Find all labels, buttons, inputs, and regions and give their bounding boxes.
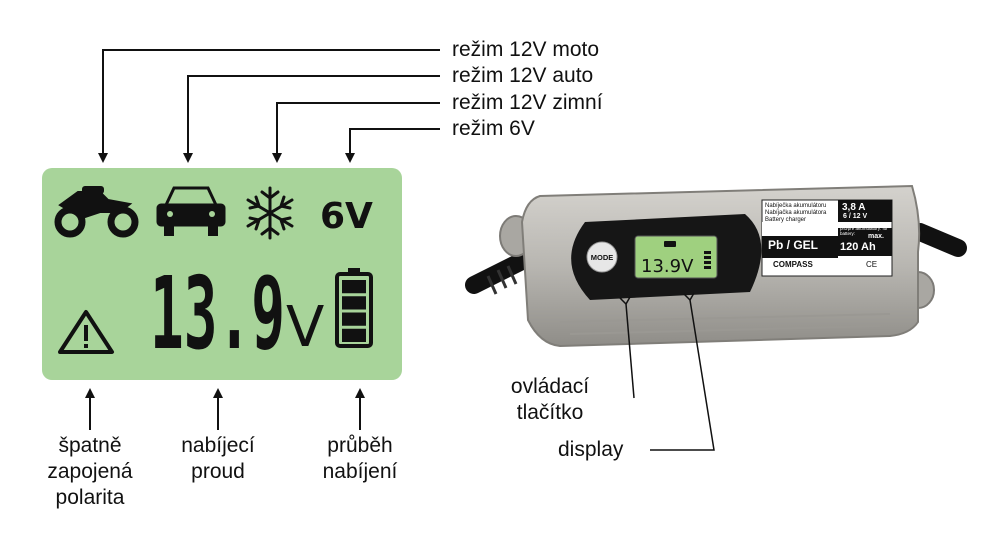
label-polarity: špatně zapojená polarita: [40, 433, 140, 511]
spec-voltage: 6 / 12 V: [843, 213, 868, 220]
spec-line-3: Battery charger: [765, 217, 807, 223]
warning-icon: [58, 310, 114, 354]
callout-display: [650, 299, 715, 451]
label-polarity-line-2: zapojená: [47, 460, 133, 483]
snowflake-icon: [246, 186, 294, 240]
battery-bar: [342, 280, 366, 294]
spec-text-block: Nabíječka akumulátoru Nabíjačka akumulát…: [765, 203, 837, 224]
label-mode-auto: režim 12V auto: [452, 64, 594, 87]
spec-ce: CE: [866, 260, 878, 269]
callout-button: [625, 303, 635, 399]
spec-type: Pb / GEL: [768, 238, 819, 252]
device-display: [634, 235, 718, 279]
label-current: nabíjecí proud: [168, 433, 268, 485]
label-control-button-line-1: ovládací: [510, 375, 590, 398]
battery-indicator: [335, 268, 373, 348]
cable-left: [465, 253, 529, 295]
label-progress-line-2: nabíjení: [322, 460, 398, 483]
spec-capacity-max: max.: [868, 233, 884, 240]
device-callout-lines: [619, 292, 715, 451]
lcd-6v-symbol: 6V: [320, 196, 373, 237]
bottom-callout-arrows: [85, 388, 365, 430]
label-polarity-line-3: polarita: [55, 486, 125, 509]
callout-moto: [98, 49, 440, 163]
battery-bar: [342, 296, 366, 310]
spec-line-1: Nabíječka akumulátoru: [765, 203, 827, 209]
spec-capacity-note: pro/pre akumulátory: for battery:: [840, 226, 888, 236]
car-icon: [156, 186, 226, 236]
callout-winter: [272, 102, 440, 163]
lcd-voltage-readout: 13.9: [150, 255, 285, 372]
device-display-value: 13.9V: [641, 256, 694, 277]
cable-right: [911, 223, 967, 257]
label-progress-line-1: průběh: [327, 434, 393, 457]
label-mode-moto: režim 12V moto: [452, 38, 600, 61]
motorcycle-icon: [54, 186, 139, 238]
spec-line-2: Nabíjačka akumulátora: [765, 210, 827, 216]
label-mode-winter: režim 12V zimní: [452, 91, 603, 114]
spec-capacity: 120 Ah: [840, 241, 876, 253]
label-current-line-1: nabíjecí: [181, 434, 255, 457]
device-mode-button[interactable]: [586, 241, 618, 273]
lcd-voltage-unit: V: [286, 295, 324, 360]
battery-bar: [342, 328, 366, 342]
callout-6v: [345, 128, 440, 163]
spec-brand: COMPASS: [773, 260, 813, 269]
callout-auto: [183, 75, 440, 163]
device-display-battery-icon: [704, 251, 711, 269]
label-current-line-2: proud: [191, 460, 245, 483]
label-polarity-line-1: špatně: [58, 434, 122, 457]
battery-bar: [342, 312, 366, 326]
mode-callout-lines: [98, 49, 440, 163]
device-display-car-icon: [664, 241, 676, 247]
label-control-button: ovládací tlačítko: [490, 374, 610, 426]
label-display: display: [558, 438, 624, 461]
label-control-button-line-2: tlačítko: [516, 401, 584, 424]
spec-current: 3,8 A: [842, 202, 866, 213]
label-progress: průběh nabíjení: [310, 433, 410, 485]
device-mode-button-label: MODE: [591, 253, 614, 262]
label-mode-6v: režim 6V: [452, 117, 535, 140]
battery-bars: [342, 280, 366, 342]
